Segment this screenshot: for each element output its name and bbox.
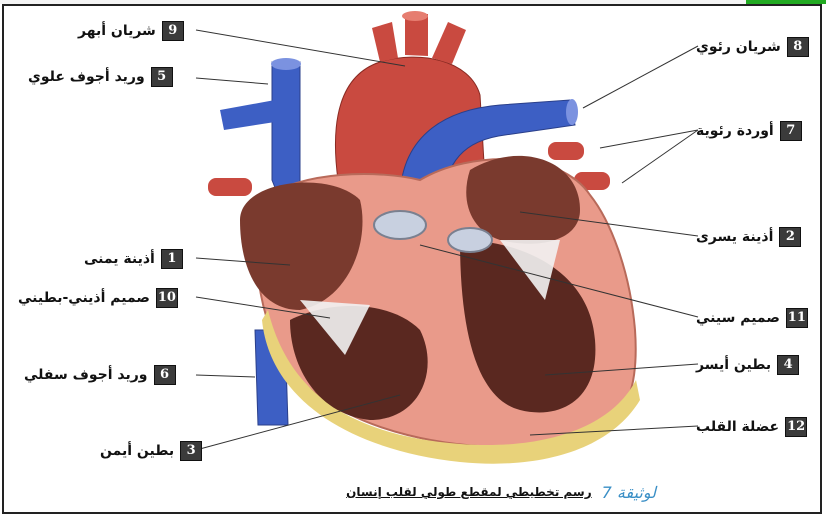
label-number: 4	[777, 355, 799, 375]
label-number: 10	[156, 288, 178, 308]
label-av-valve: 10 صميم أذيني-بطيني	[18, 287, 178, 309]
label-semilunar-valve: 11 صميم سيني	[696, 307, 808, 329]
label-text: وريد أجوف سفلي	[24, 367, 148, 383]
label-text: وريد أجوف علوي	[28, 69, 145, 85]
label-right-atrium: 1 أذينة يمنى	[84, 248, 183, 270]
label-text: شريان رئوي	[696, 39, 781, 55]
label-text: عضلة القلب	[696, 419, 779, 435]
label-pulmonary-artery: 8 شريان رئوي	[696, 36, 809, 58]
label-left-ventricle: 4 بطين أيسر	[696, 354, 799, 376]
label-number: 1	[161, 249, 183, 269]
figure-caption: لوثيقة 7 رسم تخطيطي لمقطع طولي لقلب إنسا…	[236, 481, 656, 503]
label-number: 6	[154, 365, 176, 385]
label-text: أذينة يسرى	[696, 229, 773, 245]
label-text: شريان أبهر	[78, 23, 156, 39]
label-text: صميم أذيني-بطيني	[18, 290, 150, 306]
label-number: 11	[786, 308, 808, 328]
label-left-atrium: 2 أذينة يسرى	[696, 226, 801, 248]
label-text: صميم سيني	[696, 310, 780, 326]
label-number: 12	[785, 417, 807, 437]
label-inferior-vena-cava: 6 وريد أجوف سفلي	[24, 364, 176, 386]
label-right-ventricle: 3 بطين أيمن	[100, 440, 202, 462]
label-number: 3	[180, 441, 202, 461]
caption-text: رسم تخطيطي لمقطع طولي لقلب إنسان	[346, 485, 591, 499]
label-superior-vena-cava: 5 وريد أجوف علوي	[28, 66, 173, 88]
label-text: أوردة رئوية	[696, 123, 774, 139]
label-heart-muscle: 12 عضلة القلب	[696, 416, 807, 438]
label-pulmonary-veins: 7 أوردة رئوية	[696, 120, 802, 142]
label-text: أذينة يمنى	[84, 251, 155, 267]
label-number: 2	[779, 227, 801, 247]
label-text: بطين أيسر	[696, 357, 771, 373]
label-number: 9	[162, 21, 184, 41]
label-number: 8	[787, 37, 809, 57]
label-number: 7	[780, 121, 802, 141]
label-aorta: 9 شريان أبهر	[78, 20, 184, 42]
document-number: لوثيقة 7	[602, 483, 656, 502]
label-number: 5	[151, 67, 173, 87]
label-text: بطين أيمن	[100, 443, 174, 459]
